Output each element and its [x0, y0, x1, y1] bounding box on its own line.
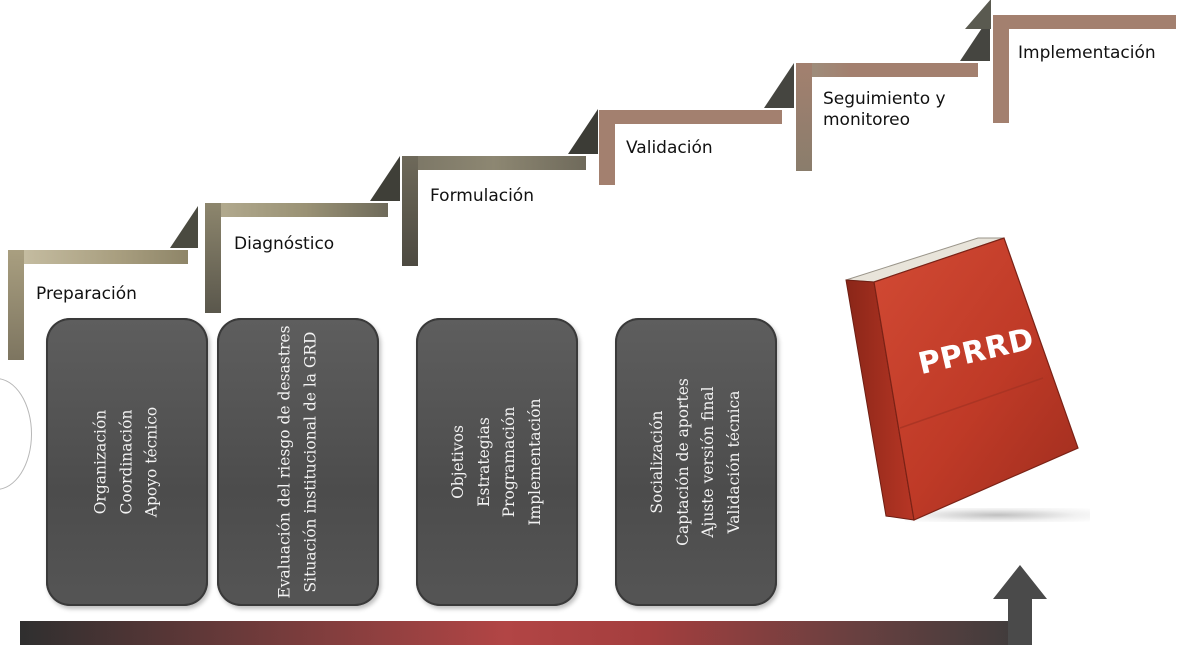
step-post: [599, 110, 615, 185]
box-line: Objetivos: [448, 425, 467, 499]
box-text: Objetivos Estrategias Programación Imple…: [446, 327, 548, 597]
step-label-validacion: Validación: [626, 138, 713, 158]
box-line: Apoyo técnico: [142, 406, 161, 518]
step-wedge: [764, 63, 794, 108]
box-line: Programación: [500, 406, 518, 518]
step-bar: [402, 156, 586, 170]
book-icon: [845, 237, 1079, 521]
step-validacion: Validación: [599, 63, 794, 222]
box-text: Evaluación del riesgo de desastres Situa…: [272, 322, 323, 602]
box-line: Organización: [91, 409, 110, 515]
box-diagnostico: Evaluación del riesgo de desastres Situa…: [217, 318, 379, 606]
step-post: [8, 250, 24, 360]
step-post: [402, 156, 418, 266]
step-seguimiento: Seguimiento y monitoreo: [796, 16, 990, 175]
box-line: Ajuste versión final: [699, 386, 717, 538]
step-bar: [599, 110, 782, 124]
box-line: Evaluación del riesgo de desastres: [275, 325, 294, 599]
box-line: Socialización: [647, 410, 666, 514]
step-label-formulacion: Formulación: [430, 186, 534, 206]
step-bar: [993, 15, 1176, 29]
book-shadow: [905, 508, 1090, 522]
arrow-up-icon: [993, 565, 1047, 599]
box-line: Estrategias: [474, 417, 493, 507]
box-text: Socialización Captación de aportes Ajust…: [645, 327, 747, 597]
box-line: Situación institucional de la GRD: [301, 331, 319, 593]
step-bar: [205, 203, 388, 217]
step-wedge: [965, 0, 991, 29]
timeline-arrow-bar: [20, 621, 1032, 645]
step-wedge: [370, 156, 400, 201]
step-post: [205, 203, 221, 313]
box-preparacion: Organización Coordinación Apoyo técnico: [46, 318, 208, 606]
box-validacion: Socialización Captación de aportes Ajust…: [615, 318, 777, 606]
box-formulacion: Objetivos Estrategias Programación Imple…: [416, 318, 578, 606]
arrow-shaft: [1008, 598, 1032, 645]
step-label-seguimiento: Seguimiento y monitoreo: [823, 89, 946, 131]
step-preparacion: Preparación: [8, 206, 198, 362]
box-line: Validación técnica: [724, 390, 743, 534]
step-wedge: [568, 109, 598, 154]
step-label-preparacion: Preparación: [36, 284, 137, 304]
step-formulacion: Formulación: [402, 109, 598, 268]
stamp-seal: [0, 378, 32, 490]
box-line: Captación de aportes: [673, 378, 692, 546]
box-line: Implementación: [525, 398, 544, 526]
step-post: [796, 63, 812, 171]
step-post: [993, 15, 1009, 123]
box-line: Coordinación: [117, 409, 136, 515]
step-bar: [796, 63, 978, 77]
step-label-implementacion: Implementación: [1018, 43, 1156, 63]
step-diagnostico: Diagnóstico: [205, 156, 400, 315]
box-text: Organización Coordinación Apoyo técnico: [89, 327, 166, 597]
step-bar: [8, 250, 188, 264]
step-implementacion: Implementación: [965, 0, 1183, 127]
step-label-diagnostico: Diagnóstico: [234, 234, 335, 254]
step-wedge: [170, 206, 198, 248]
